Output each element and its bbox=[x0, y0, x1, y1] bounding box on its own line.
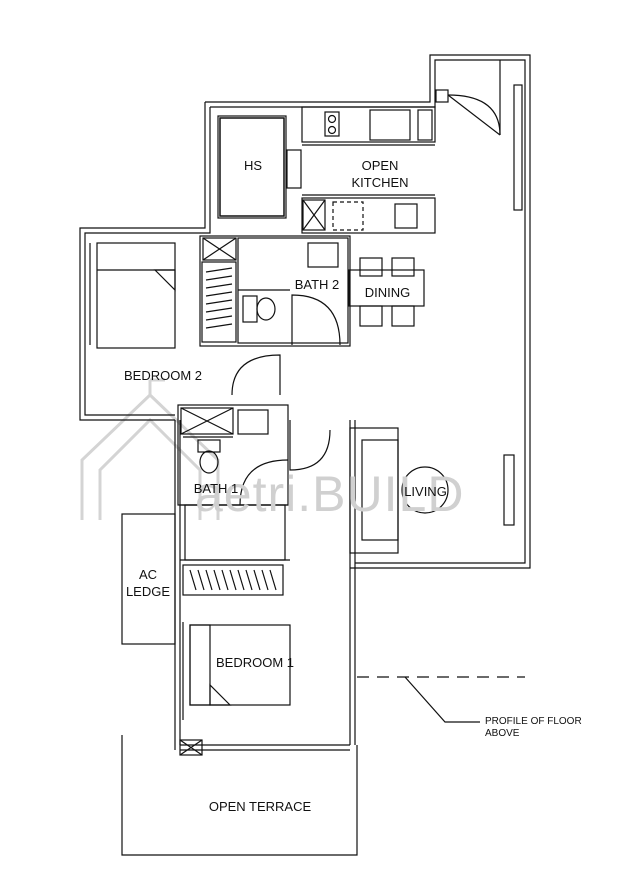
dining-set bbox=[348, 257, 425, 327]
room-label-open-kitchen: OPEN KITCHEN bbox=[351, 158, 409, 190]
room-label-living: LIVING bbox=[404, 484, 447, 499]
room-label-dining: DINING bbox=[364, 285, 411, 300]
room-label-bedroom-1: BEDROOM 1 bbox=[215, 655, 294, 670]
bedroom-2-door bbox=[231, 354, 281, 396]
household-shelter bbox=[217, 115, 302, 219]
room-label-ac-ledge: AC LEDGE bbox=[125, 567, 171, 599]
main-door bbox=[447, 60, 501, 136]
kitchen-top-counter bbox=[301, 106, 436, 146]
room-label-bath-1: BATH 1 bbox=[193, 481, 239, 496]
annotation-profile-floor-above: PROFILE OF FLOOR ABOVE bbox=[485, 716, 582, 739]
bedroom-1-shaft bbox=[179, 739, 203, 756]
bedroom-2-bed bbox=[89, 242, 176, 349]
kitchen-bottom-counter bbox=[301, 194, 436, 234]
bedroom-1-bed bbox=[182, 622, 291, 720]
living-sofa bbox=[349, 427, 515, 554]
living-door bbox=[289, 420, 331, 471]
ac-ledge-area bbox=[121, 513, 176, 645]
bath-2 bbox=[199, 235, 351, 347]
profile-floor-above-leader bbox=[357, 676, 525, 723]
room-label-hs: HS bbox=[243, 158, 263, 173]
room-label-bedroom-2: BEDROOM 2 bbox=[123, 368, 202, 383]
room-label-open-terrace: OPEN TERRACE bbox=[208, 799, 312, 814]
watermark-text: aetri.BUILD bbox=[195, 466, 465, 522]
open-terrace-outline bbox=[121, 735, 358, 856]
bedroom-1-wardrobe bbox=[182, 564, 284, 596]
room-label-bath-2: BATH 2 bbox=[294, 277, 340, 292]
